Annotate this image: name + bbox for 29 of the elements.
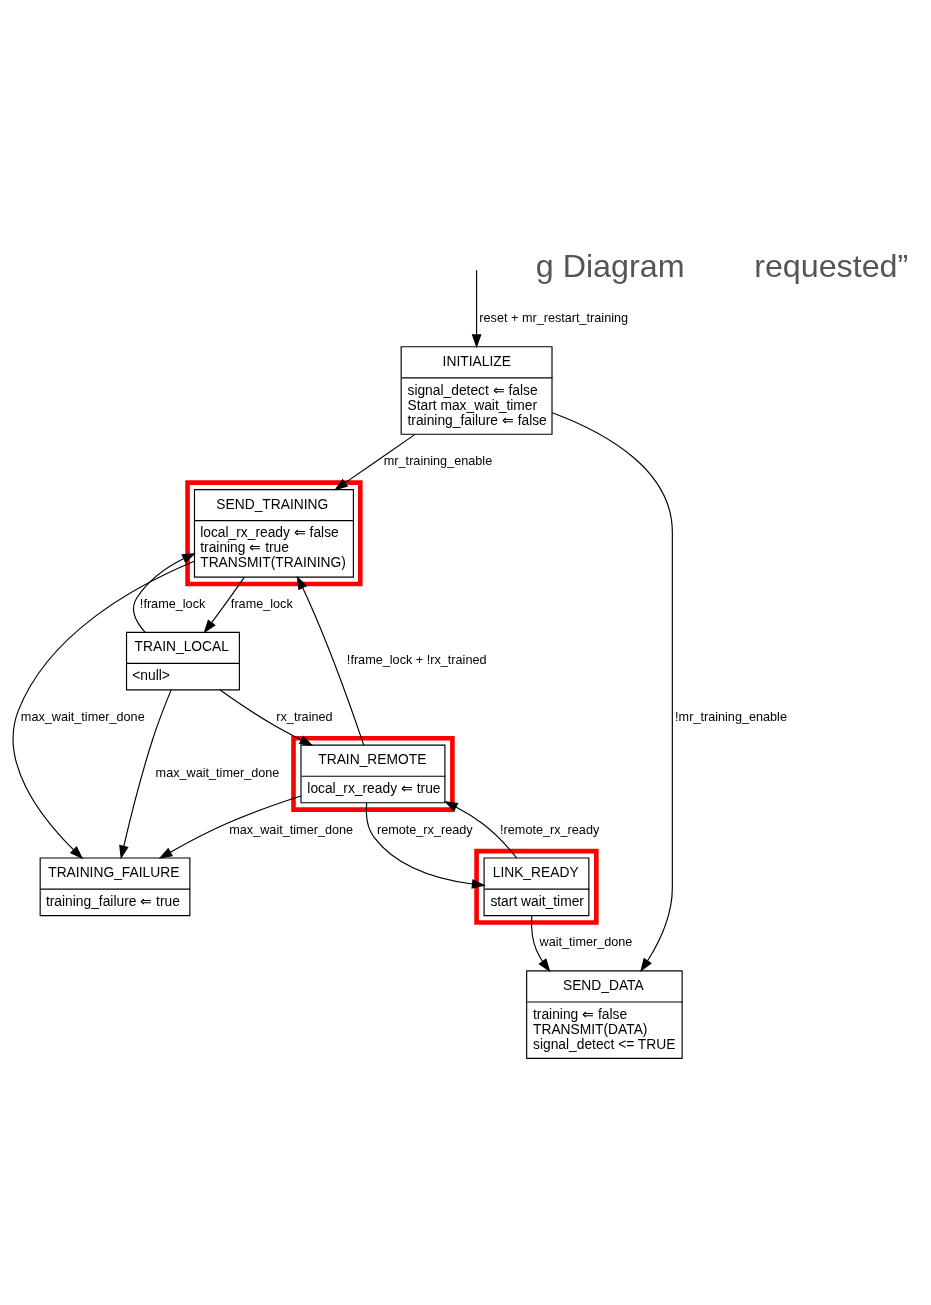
edge-label: max_wait_timer_done [229,822,354,837]
arrow [219,689,314,746]
edge-label: max_wait_timer_done [155,766,280,781]
edge-label: frame_lock [230,596,293,611]
edge-label: !frame_lock + !rx_trained [346,653,487,668]
arrow [296,575,365,746]
label: requested” [754,248,909,284]
arrow [531,915,551,973]
arrow [365,802,486,889]
label: g Diagram [535,248,685,284]
edge-label: mr_training_enable [383,454,493,469]
arrow [133,552,196,633]
edge-label: remote_rx_ready [376,822,473,837]
arrow [334,434,416,491]
arrow [471,269,482,349]
arrow [443,801,518,859]
cluster [474,848,599,925]
edge-label: reset + mr_restart_training [479,311,629,326]
arrow [12,560,195,860]
edge-label: !frame_lock [139,596,206,611]
arrow [119,689,172,860]
edge-label: max_wait_timer_done [20,709,145,724]
arrow [551,412,673,973]
arrow [203,576,246,634]
edge-label: !mr_training_enable [675,709,787,724]
edge-label: !remote_rx_ready [500,822,600,837]
arrow [158,795,302,859]
edge-label: rx_trained [276,709,333,724]
edge-label: wait_timer_done [539,935,633,950]
